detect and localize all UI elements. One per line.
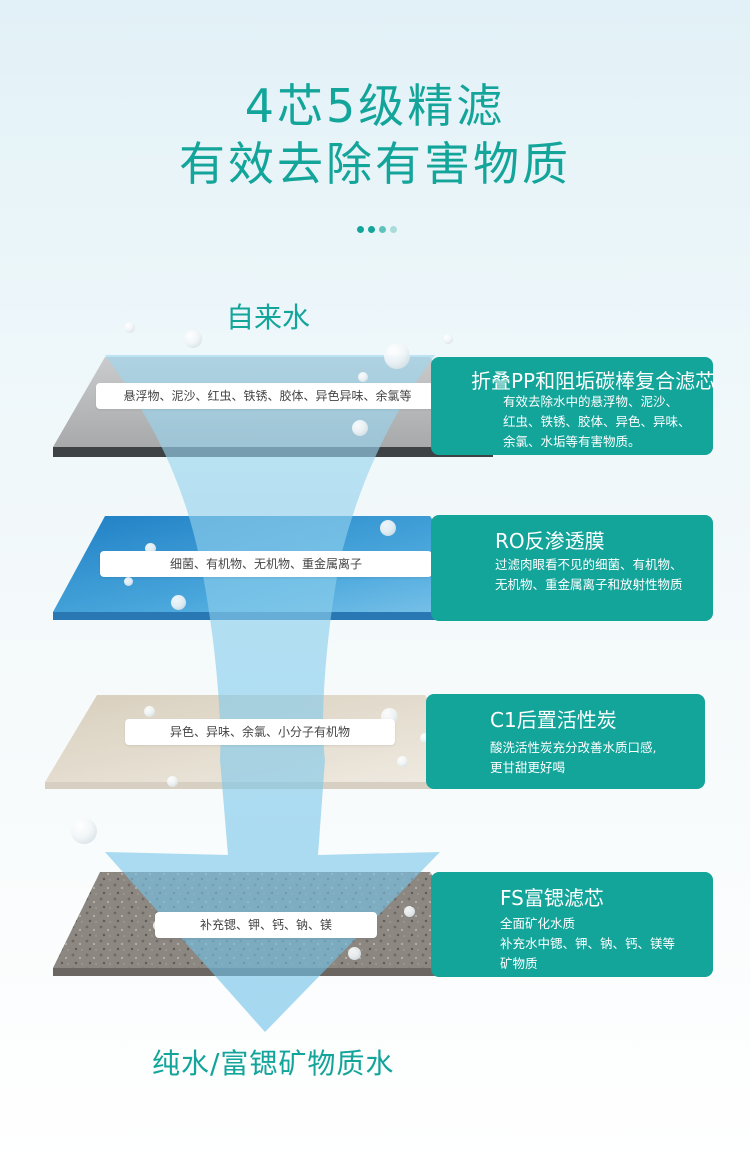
bubble-decoration xyxy=(145,543,156,554)
bubble-decoration xyxy=(124,577,133,586)
layer-4-info-card: FS富锶滤芯 全面矿化水质 补充水中锶、钾、钠、钙、镁等 矿物质 xyxy=(431,872,713,977)
bubble-decoration xyxy=(358,372,368,382)
layer-3-name: C1后置活性炭 xyxy=(490,708,617,732)
layer-3-desc-line-1: 酸洗活性炭充分改善水质口感, xyxy=(490,740,657,755)
layer-2-removes-label: 细菌、有机物、无机物、重金属离子 xyxy=(100,551,432,577)
layer-2-info-card: RO反渗透膜 过滤肉眼看不见的细菌、有机物、 无机物、重金属离子和放射性物质 xyxy=(431,515,713,621)
bubble-decoration xyxy=(184,330,202,348)
layer-2-desc-line-1: 过滤肉眼看不见的细菌、有机物、 xyxy=(495,557,683,572)
headline-line-1: 4芯5级精滤 xyxy=(244,79,506,133)
layer-1-removes-label: 悬浮物、泥沙、红虫、铁锈、胶体、异色异味、余氯等 xyxy=(96,383,439,409)
layer-1-desc-line-2: 红虫、铁锈、胶体、异色、异味、 xyxy=(503,414,691,429)
layer-4-desc-line-1: 全面矿化水质 xyxy=(500,916,576,931)
bubble-decoration xyxy=(167,776,178,787)
layer-1-desc-line-1: 有效去除水中的悬浮物、泥沙、 xyxy=(503,394,679,409)
layer-1-name: 折叠PP和阻垢碳棒复合滤芯 xyxy=(471,369,716,393)
page-indicator-dots xyxy=(357,226,397,233)
layer-2-name: RO反渗透膜 xyxy=(495,529,605,553)
bubble-decoration xyxy=(397,756,408,767)
layer-3-desc-line-2: 更甘甜更好喝 xyxy=(490,760,566,775)
bubble-decoration xyxy=(171,595,186,610)
input-water-label: 自来水 xyxy=(226,301,311,334)
bubble-decoration xyxy=(404,906,415,917)
bubble-decoration xyxy=(144,706,155,717)
bubble-decoration xyxy=(348,947,361,960)
bubble-decoration xyxy=(380,520,396,536)
bubble-decoration xyxy=(71,818,97,844)
layer-4-removes-label: 补充锶、钾、钙、钠、镁 xyxy=(155,912,377,938)
bubble-decoration xyxy=(124,322,135,333)
bubble-decoration xyxy=(384,343,410,369)
layer-4-name: FS富锶滤芯 xyxy=(500,886,604,910)
water-flow-stream xyxy=(105,355,440,1032)
bubble-decoration xyxy=(352,420,368,436)
layer-1-desc-line-3: 余氯、水垢等有害物质。 xyxy=(503,434,641,449)
output-water-label: 纯水/富锶矿物质水 xyxy=(152,1047,395,1080)
layer-2-desc-line-2: 无机物、重金属离子和放射性物质 xyxy=(495,577,683,592)
headline-line-2: 有效去除有害物质 xyxy=(179,137,571,191)
layer-3-removes-label: 异色、异味、余氯、小分子有机物 xyxy=(125,719,395,745)
layer-4-desc-line-3: 矿物质 xyxy=(500,956,538,971)
layer-3-info-card: C1后置活性炭 酸洗活性炭充分改善水质口感, 更甘甜更好喝 xyxy=(426,694,705,789)
bubble-decoration xyxy=(443,334,453,344)
layer-1-info-card: 折叠PP和阻垢碳棒复合滤芯 有效去除水中的悬浮物、泥沙、 红虫、铁锈、胶体、异色… xyxy=(431,357,716,455)
layer-4-desc-line-2: 补充水中锶、钾、钠、钙、镁等 xyxy=(500,936,676,951)
bubble-decoration xyxy=(420,733,430,743)
